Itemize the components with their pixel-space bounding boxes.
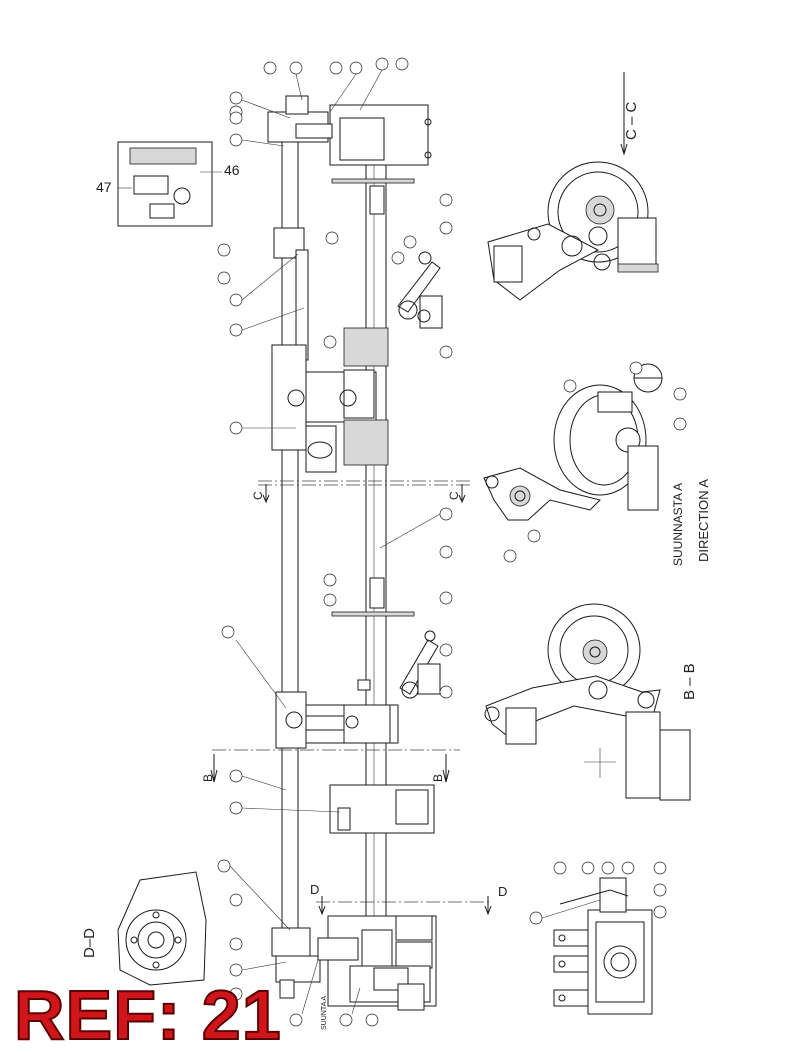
leader-lines [229, 69, 601, 1015]
section-view-bb [484, 603, 691, 801]
callout-47: 47 [96, 179, 112, 195]
section-view-dd [117, 871, 207, 986]
section-lines [210, 72, 628, 916]
direction-a-view [483, 363, 663, 521]
section-cc-label: C – C [623, 101, 640, 140]
bottom-right-view [553, 877, 653, 1015]
direction-fi-label: SUUNNASTA A [671, 483, 685, 566]
callout-46: 46 [224, 162, 240, 178]
direction-en-label: DIRECTION A [696, 479, 711, 562]
marker-d-left: D [310, 882, 319, 897]
section-bb-label: B – B [681, 663, 698, 700]
marker-b-right: B [431, 774, 445, 782]
marker-c-right: C [447, 491, 461, 500]
main-assembly [267, 95, 443, 1011]
item-balloons [217, 57, 687, 1027]
marker-c-left: C [251, 491, 265, 500]
reference-label: REF: 21 [13, 976, 282, 1054]
marker-b-left: B [201, 774, 215, 782]
suunta-note: SUUNTA A [321, 996, 328, 1030]
section-view-cc [487, 161, 659, 301]
marker-d-right: D [498, 884, 507, 899]
electrical-panel [117, 141, 222, 227]
section-dd-label: D–D [81, 928, 98, 958]
